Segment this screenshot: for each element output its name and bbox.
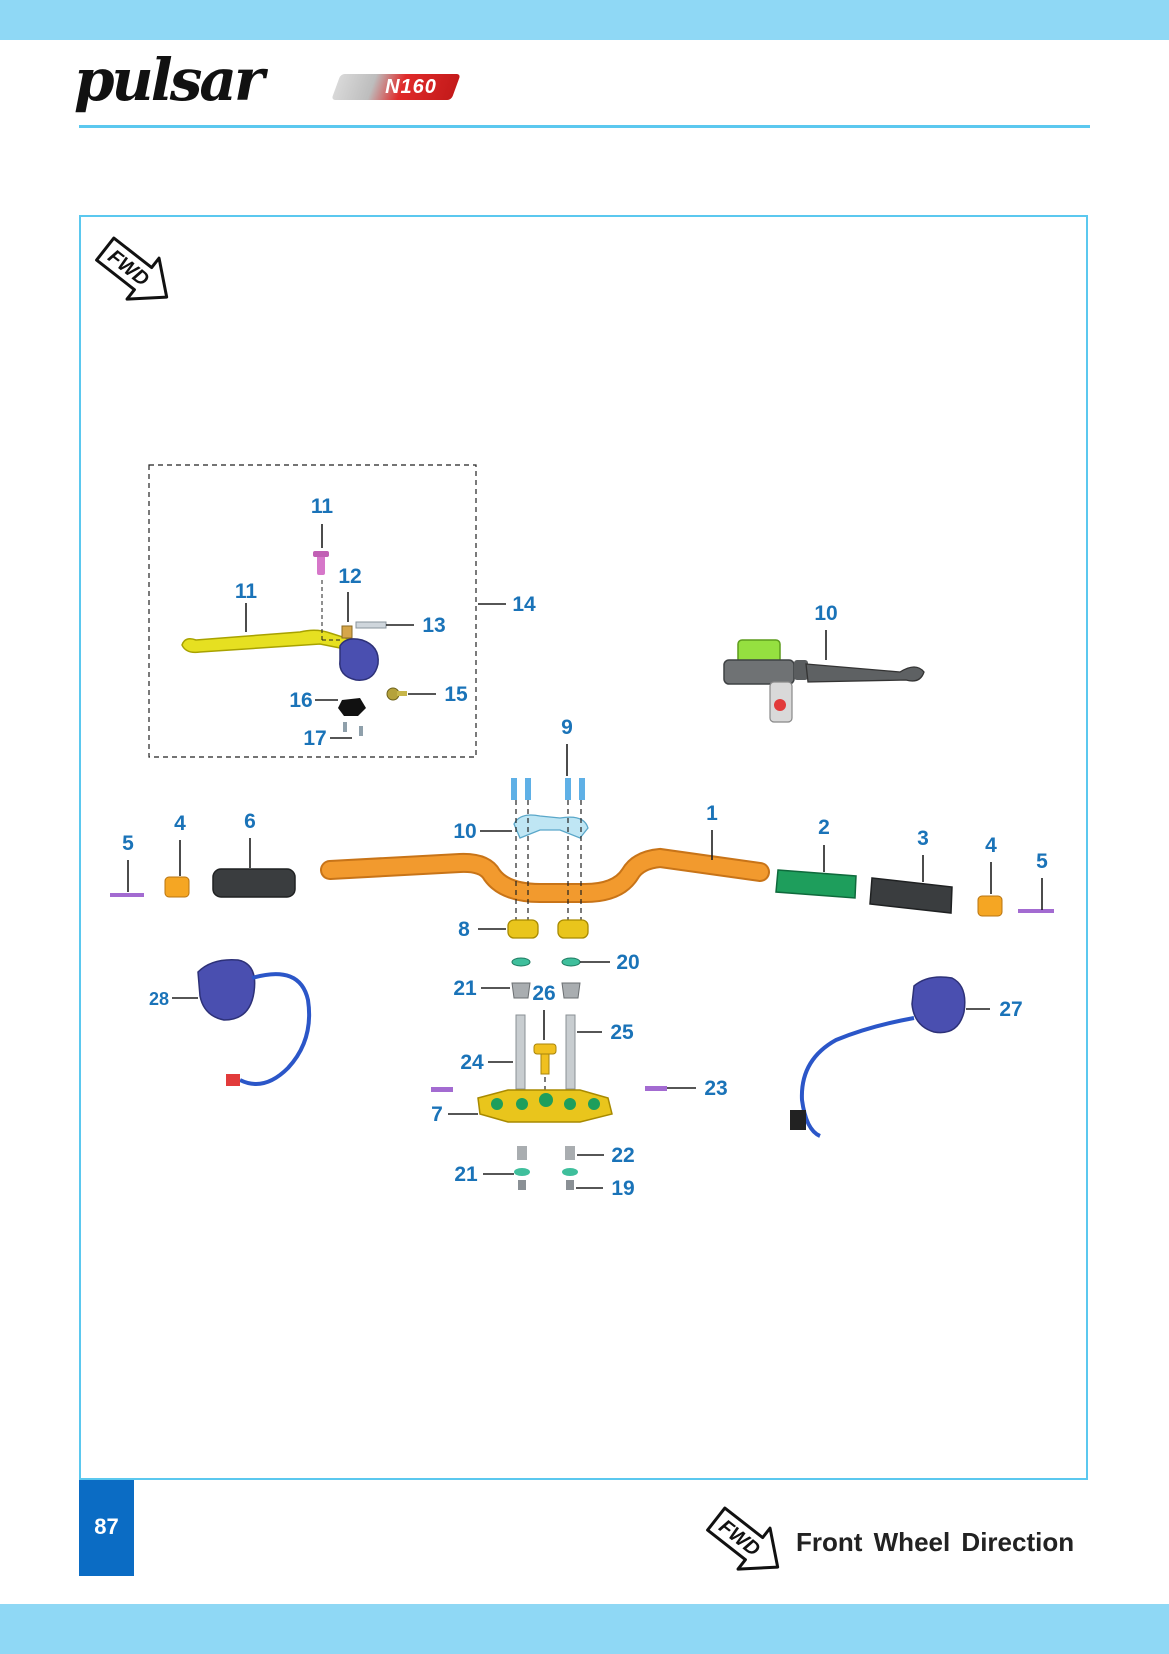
right-handlebar-switch <box>790 976 966 1138</box>
side-bolt <box>431 1087 453 1092</box>
long-bolt <box>565 1014 576 1090</box>
lever-spring <box>355 621 387 629</box>
lower-handlebar-holder <box>507 919 589 939</box>
rubber-bush <box>561 982 581 999</box>
left-bar-end-screw <box>110 893 144 897</box>
callout-27: 27 <box>999 998 1022 1021</box>
lever-pivot-bolt <box>313 551 329 575</box>
center-bolt <box>533 1043 557 1075</box>
callout-16: 14 <box>512 593 536 616</box>
callout-9: 9 <box>561 716 573 739</box>
washer <box>511 957 531 967</box>
callout-2: 2 <box>818 816 830 839</box>
callout-13: 11 <box>311 495 334 518</box>
leader-lines <box>127 524 1043 1189</box>
clutch-lever-holder <box>339 638 379 681</box>
callout-21-upper: 20 <box>616 951 639 974</box>
switch-screw <box>343 722 347 732</box>
callout-10: 10 <box>453 820 476 843</box>
callout-17: 15 <box>444 683 468 706</box>
lever-bush <box>341 625 353 639</box>
callout-22-upper: 21 <box>453 977 477 1000</box>
clutch-lever-assembly-box <box>148 464 477 758</box>
right-grip <box>869 877 953 914</box>
callout-23: 23 <box>704 1077 727 1100</box>
clutch-switch <box>338 698 366 716</box>
callout-28: 28 <box>149 989 169 1009</box>
callout-11: 11 <box>235 580 258 603</box>
washer <box>561 957 581 967</box>
page-number-box: 87 <box>79 1480 134 1576</box>
callout-6: 6 <box>244 810 256 833</box>
callout-14: 12 <box>338 565 361 588</box>
side-bolt <box>645 1086 667 1091</box>
callout-8: 8 <box>458 918 470 941</box>
legend-fwd-arrow-icon: FWD <box>706 1506 780 1571</box>
logo-wordmark: pulsar <box>74 46 265 114</box>
top-bracket-bushes <box>491 1093 600 1110</box>
callout-25: 25 <box>610 1021 634 1044</box>
brake-master-cylinder <box>723 639 925 723</box>
callout-1: 1 <box>706 802 718 825</box>
bottom-band <box>0 1604 1169 1654</box>
callout-26: 26 <box>532 982 555 1005</box>
fwd-arrow-icon: FWD <box>95 236 169 301</box>
handlebar-holder-guide-lines <box>515 800 582 1100</box>
throttle-sleeve <box>775 869 857 899</box>
rubber-bush <box>511 982 531 999</box>
callout-5-right: 5 <box>1036 850 1048 873</box>
callout-4-left: 4 <box>174 812 186 835</box>
legend-text: Front Wheel Direction <box>796 1527 1075 1557</box>
left-grip <box>212 868 296 898</box>
callout-20: 19 <box>611 1177 634 1200</box>
switch-screw <box>359 726 363 736</box>
callout-24: 24 <box>460 1051 484 1074</box>
page-number: 87 <box>94 1514 119 1539</box>
top-band <box>0 0 1169 40</box>
callout-4-right: 4 <box>985 834 997 857</box>
upper-handlebar-holder <box>513 814 589 839</box>
callout-18: 16 <box>289 689 312 712</box>
right-bar-end-screw <box>1018 909 1054 913</box>
callout-12: 10 <box>814 602 837 625</box>
holder-screw <box>386 687 407 701</box>
pulsar-logo: pulsar N160 <box>74 44 474 116</box>
left-bar-end-weight <box>164 876 190 898</box>
logo-model: N160 <box>385 76 437 98</box>
callout-15: 13 <box>422 614 445 637</box>
clutch-lever <box>181 629 353 654</box>
callout-3: 3 <box>917 827 929 850</box>
callout-5-left: 5 <box>122 832 134 855</box>
left-handlebar-switch <box>197 959 312 1086</box>
upper-holder-bolts <box>511 778 585 800</box>
right-bar-end-weight <box>977 895 1003 917</box>
callout-22-lower: 22 <box>611 1144 634 1167</box>
header-rule <box>79 125 1090 128</box>
callout-7: 7 <box>431 1103 443 1126</box>
diagram-frame <box>79 215 1088 1480</box>
long-bolt <box>515 1014 526 1090</box>
callout-labels: 11 12 13 14 11 10 15 16 17 9 10 1 2 3 4 … <box>122 495 1048 1200</box>
handlebar <box>322 849 768 901</box>
lower-fastener-stack <box>514 1146 578 1190</box>
callout-19: 17 <box>303 727 326 750</box>
callout-21-lower: 21 <box>454 1163 478 1186</box>
